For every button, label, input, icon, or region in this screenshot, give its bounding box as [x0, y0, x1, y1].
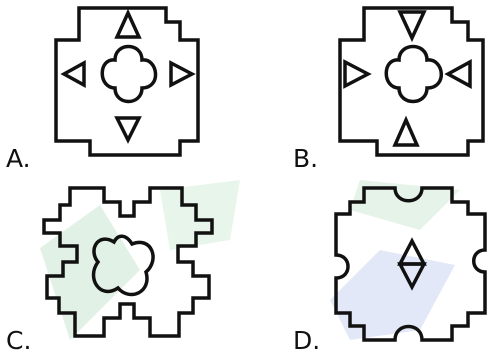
figure-b [340, 8, 483, 155]
figure-b-arrow-top [400, 12, 424, 38]
option-label-b[interactable]: B. [293, 146, 318, 171]
figure-b-arrow-right [448, 62, 470, 86]
figure-a-arrow-right [171, 63, 192, 85]
option-label-a[interactable]: A. [6, 146, 31, 171]
figure-a-flower [102, 47, 155, 102]
watermark [40, 180, 460, 340]
figure-a [56, 8, 198, 155]
figure-a-arrow-top [117, 13, 139, 37]
figure-b-flower [386, 47, 441, 102]
figure-a-arrow-bottom [117, 118, 139, 140]
watermark-shape-green-1 [40, 205, 140, 340]
option-label-c[interactable]: C. [6, 328, 31, 353]
figure-b-arrow-bottom [395, 120, 417, 145]
figure-a-arrow-left [64, 63, 84, 85]
option-label-d[interactable]: D. [293, 328, 320, 353]
figure-b-arrow-left [345, 62, 368, 86]
watermark-shape-green-2 [160, 180, 240, 250]
